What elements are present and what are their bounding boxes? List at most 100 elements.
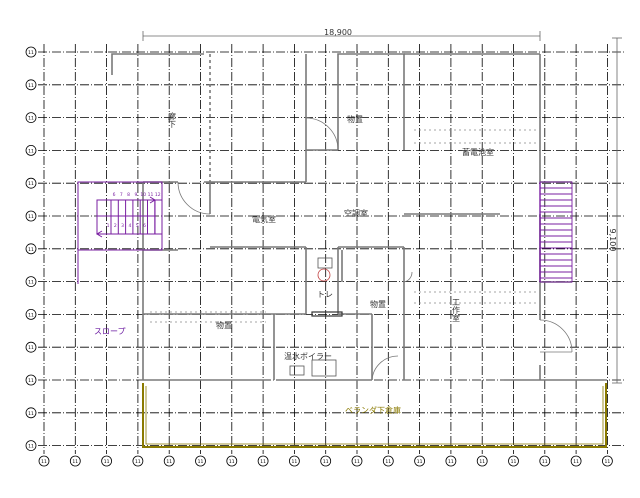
room-label-workshop: 工作室 [452,298,461,322]
column-axis-label: 11 [479,459,485,465]
column-axis-bubble [602,455,613,467]
column-axis-bubble [226,455,238,467]
column-axis-label: 11 [166,459,172,465]
veranda-outline [142,383,607,448]
column-axis-bubble [445,455,457,467]
row-axis-bubble [25,341,37,353]
row-axis-label: 11 [28,312,34,318]
stair-step-number: 12 [155,192,161,198]
column-axis-bubble [351,455,363,467]
row-axis-label: 11 [28,214,34,220]
column-axis-label: 11 [385,459,391,465]
stair-step-number: 8 [127,192,130,198]
column-axis-bubble [476,455,488,467]
column-axis-bubble [38,455,50,467]
room-label-air-conditioning: 空調室 [344,208,368,218]
row-axis-bubble [25,407,37,419]
row-axis-bubble [25,440,37,452]
column-axis-bubble [101,455,112,467]
column-axis-label: 11 [198,459,204,465]
fixtures [289,257,343,377]
column-axis-bubble [69,455,81,467]
column-axis-bubble [257,455,269,467]
side-dimension-label: 9,100 [608,229,617,252]
column-axis-bubble [163,455,175,467]
row-axis-bubble [25,46,37,58]
stair-step-number: 4 [128,223,131,229]
row-axis-bubble [25,243,37,255]
row-axis-bubble [25,177,37,189]
room-label-veranda: ベランダ下倉庫 [345,405,401,415]
row-axis-label: 11 [28,148,34,154]
row-axis-bubble [25,144,37,156]
dashed-partitions [150,129,536,323]
stair-step-number: 6 [143,223,146,229]
row-axis-label: 11 [28,247,34,253]
row-axis-bubble [25,276,37,288]
row-axis-label: 11 [28,83,34,89]
column-axis-bubble [382,455,394,467]
stair-step-number: 1 [107,223,110,229]
row-axis-bubble [25,374,37,386]
room-label-corridor: 廊下 [168,111,177,129]
column-axis-bubble [288,455,300,467]
room-labels: 廊下 物置 蓄電池室 電気室 空調室 工作室 物置 物置 トレ 温水ボイラー ス… [94,111,494,415]
right-stair [539,181,573,283]
column-axis-bubble [320,455,332,467]
stair-step-number: 2 [114,223,117,229]
column-axis-label: 11 [511,459,517,465]
column-axis-label: 11 [354,459,360,465]
stair-step-number: 7 [120,192,123,198]
column-axis-label: 11 [135,459,141,465]
row-axis-label: 11 [28,181,34,187]
room-label-storage-center: 物置 [370,299,386,309]
grid-lines [38,44,626,454]
column-axis-label: 11 [292,459,298,465]
room-label-storage-room: 蓄電池室 [462,147,494,157]
left-stair [77,181,163,284]
column-axis-bubble [414,455,426,467]
column-axis-label: 11 [229,459,235,465]
column-axis-bubble [539,455,551,467]
room-label-slope: スロープ [94,327,126,336]
row-axis-bubble [25,112,37,123]
column-axis-label: 11 [323,459,329,465]
column-axis-label: 11 [41,459,47,465]
column-axis-label: 11 [260,459,266,465]
row-axis-label: 11 [28,345,34,351]
row-axis-label: 11 [28,411,34,417]
column-axis-label: 11 [448,459,454,465]
room-label-storage-top: 物置 [347,114,363,124]
stair-step-number: 6 [113,192,116,198]
door-swings [177,117,573,381]
stair-step-number: 5 [136,223,139,229]
column-axis-label: 11 [605,459,611,465]
toilet-fixture [317,268,331,282]
row-axis-label: 11 [28,378,34,384]
stair-step-number: 10 [140,192,146,198]
room-label-electrical: 電気室 [252,214,276,224]
side-dimension: 9,100 [608,37,622,384]
column-axis-bubble [508,455,519,467]
row-axis-bubble [25,210,37,222]
walls [111,53,604,381]
stair-step-number: 11 [148,192,154,198]
column-axis-label: 11 [72,459,78,465]
stair-step-number: 9 [134,192,137,198]
column-axis-label: 11 [104,459,110,465]
column-axis-label: 11 [542,459,548,465]
row-axis-bubble [25,308,37,320]
row-axis-bubble [25,79,37,91]
column-axis-bubble [570,455,582,467]
stair-step-number: 3 [121,223,124,229]
column-axis-label: 11 [573,459,579,465]
top-dimension: 18,900 [142,28,541,41]
room-label-storage-left: 物置 [216,320,232,330]
row-axis-label: 11 [28,50,34,56]
row-axis-label: 11 [28,444,34,450]
column-axis-bubble [132,455,144,467]
